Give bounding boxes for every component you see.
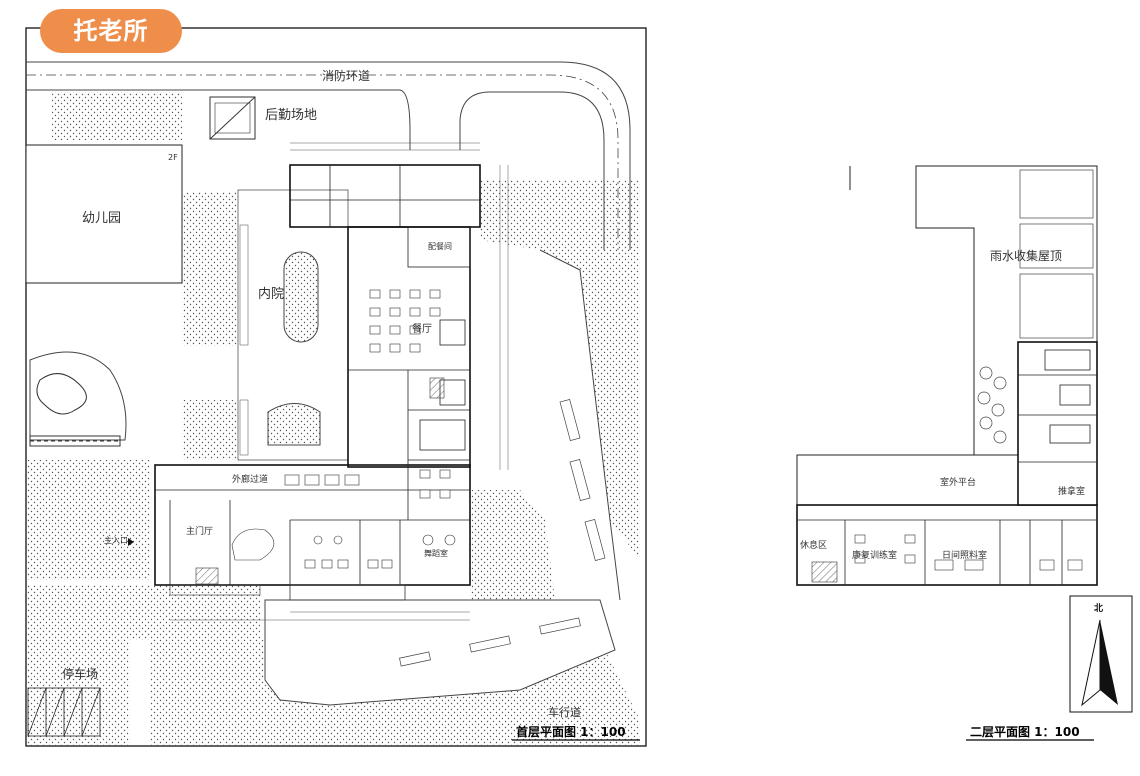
kindergarten-block [25,144,183,284]
second-floor-plan: 雨水收集屋顶 室外平台 休息区 康复训练室 日间照料室 推拿室 二层平面图 1：… [796,165,1098,741]
dotted-green-west [26,460,150,580]
label-parking: 停车场 [62,666,98,681]
label-logistics: 后勤场地 [265,108,317,123]
fire-road [26,61,631,250]
north-label: 北 [1094,602,1103,614]
site-road-loop [264,599,616,706]
label-dance: 舞蹈室 [424,548,448,558]
entrance-arrow [128,538,134,546]
ground-floor-plan: 消防环道 后勤场地 幼儿园 2F 内院 餐厅 配餐间 外廊过道 主门厅 主入口 … [25,27,647,747]
label-rain-roof: 雨水收集屋顶 [990,248,1062,263]
dotted-green-east [480,180,640,560]
label-main-hall: 主门厅 [186,525,213,537]
label-dining: 餐厅 [412,322,432,335]
title-badge: 托老所 [40,9,182,53]
label-terrace: 室外平台 [940,476,976,488]
parking-stalls [27,687,101,737]
label-rehab: 康复训练室 [852,549,897,561]
label-daycare: 日间照料室 [942,549,987,561]
label-massage: 推拿室 [1058,485,1085,497]
dotted-green-south [26,585,260,746]
label-kindergarten-floors: 2F [168,153,178,162]
dotted-green-top [52,92,182,140]
ground-floor-title: 首层平面图 1：100 [516,724,626,739]
terrace-outline [796,454,1019,506]
north-arrow: 北 [1069,595,1133,713]
dotted-green-southeast [470,490,555,600]
label-serving: 配餐间 [428,242,452,251]
label-vehicle-road: 车行道 [548,705,581,719]
label-rest: 休息区 [800,539,827,551]
label-corridor: 外廊过道 [232,473,268,485]
second-floor-title: 二层平面图 1：100 [970,725,1080,739]
label-entrance: 主入口 [104,535,128,545]
label-courtyard: 内院 [258,286,284,302]
dotted-green-left [182,192,238,346]
label-fire-road: 消防环道 [322,68,370,83]
label-kindergarten: 幼儿园 [82,211,121,226]
dotted-green-left2 [182,400,238,460]
